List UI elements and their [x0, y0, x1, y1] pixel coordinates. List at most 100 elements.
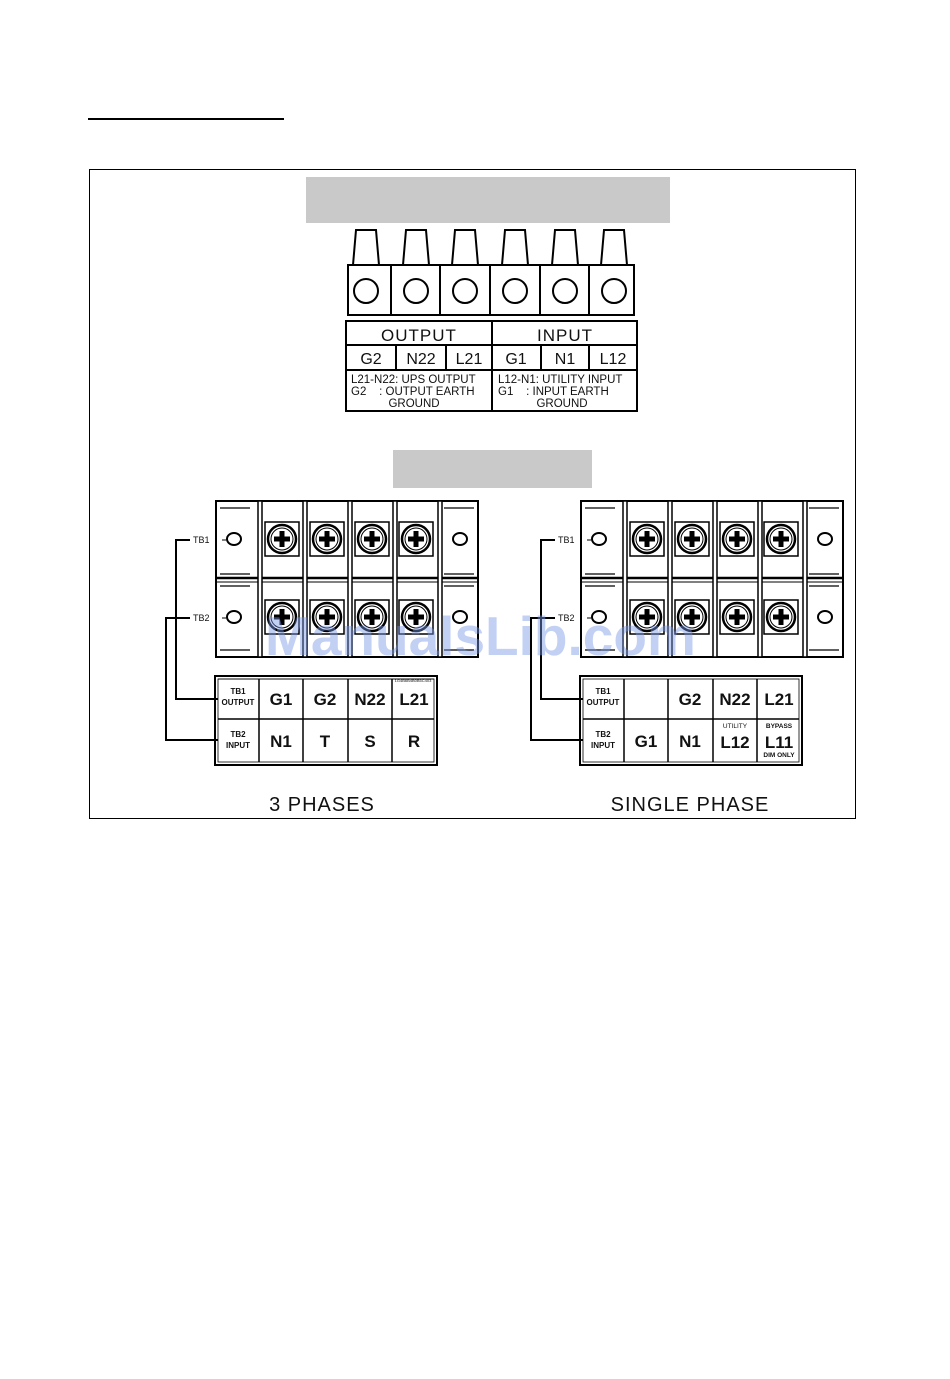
- screw-ring: [635, 605, 659, 629]
- bracket-edge: [444, 507, 474, 575]
- screw-ring: [769, 605, 793, 629]
- heading-underline: [88, 118, 284, 120]
- tb1-wire: [540, 539, 583, 700]
- three-phase-cell-s: S: [364, 732, 375, 751]
- screw-slot: [319, 531, 335, 547]
- bracket-edge: [585, 585, 615, 651]
- screw-slot: [729, 609, 745, 625]
- terminal-post: [257, 500, 263, 658]
- terminal-label-l12: L12: [600, 351, 627, 368]
- terminal-label-l21: L21: [456, 351, 483, 368]
- screw-slot: [773, 531, 789, 547]
- terminal-label-n1: N1: [555, 351, 576, 368]
- terminal-prong: [450, 229, 480, 266]
- screw-slot: [274, 531, 290, 547]
- input-note-1: L12-N1: UTILITY INPUT: [498, 374, 622, 386]
- output-header: OUTPUT: [381, 326, 457, 345]
- screw-ring: [270, 527, 294, 551]
- terminal-hole: [353, 278, 379, 304]
- bracket-edge: [809, 507, 839, 575]
- tb1-tag: TB1: [558, 535, 575, 545]
- mounting-hole: [817, 532, 833, 546]
- screw-slot: [639, 609, 655, 625]
- top-label-table: [345, 320, 638, 412]
- input-header: INPUT: [537, 326, 593, 345]
- three-phase-cell-r: R: [408, 732, 420, 751]
- terminal-post: [712, 500, 718, 658]
- output-note-2: G2 : OUTPUT EARTH: [351, 386, 475, 398]
- screw-ring: [680, 605, 704, 629]
- mounting-hole: [452, 532, 468, 546]
- single-phase-utility-note: UTILITY: [723, 723, 748, 730]
- tb2-wire: [530, 617, 583, 741]
- single-phase-cell-n22: N22: [719, 690, 750, 709]
- terminal-post: [347, 500, 353, 658]
- bracket-edge: [809, 585, 839, 651]
- terminal-hole: [601, 278, 627, 304]
- single-phase-cell-g1: G1: [635, 732, 658, 751]
- screw-ring: [360, 605, 384, 629]
- terminal-hole: [552, 278, 578, 304]
- mounting-hole: [817, 610, 833, 624]
- diagram-frame: [89, 169, 856, 819]
- single-phase-bypass-note: BYPASS: [766, 723, 793, 730]
- three-phase-output-label: OUTPUT: [222, 698, 255, 707]
- mounting-hole: [226, 532, 242, 546]
- tb1-wire: [175, 539, 218, 700]
- screw-ring: [680, 527, 704, 551]
- screw-slot: [364, 531, 380, 547]
- screw-ring: [270, 605, 294, 629]
- screw-ring: [404, 527, 428, 551]
- input-note-3: GROUND: [536, 398, 587, 410]
- bracket-edge: [444, 585, 474, 651]
- screw-slot: [684, 531, 700, 547]
- terminal-label-n22: N22: [406, 351, 435, 368]
- screw-slot: [408, 531, 424, 547]
- input-note-2: G1 : INPUT EARTH: [498, 386, 609, 398]
- terminal-prong: [351, 229, 381, 266]
- three-phase-tiny-code: 1G4B6B4B0B5C403: [395, 678, 432, 683]
- mounting-hole: [591, 532, 607, 546]
- terminal-prong: [500, 229, 530, 266]
- terminal-post: [802, 500, 808, 658]
- screw-ring: [404, 605, 428, 629]
- single-phase-cell-l21: L21: [764, 690, 793, 709]
- screw-ring: [315, 527, 339, 551]
- terminal-post: [622, 500, 628, 658]
- terminal-prong: [599, 229, 629, 266]
- single-phase-input-label: INPUT: [591, 741, 615, 750]
- terminal-hole: [452, 278, 478, 304]
- screw-slot: [274, 609, 290, 625]
- terminal-hole: [502, 278, 528, 304]
- tb2-tag: TB2: [193, 613, 210, 623]
- terminal-label-g1: G1: [505, 351, 526, 368]
- output-note-3: GROUND: [388, 398, 439, 410]
- mounting-hole: [226, 610, 242, 624]
- bracket-edge: [585, 507, 615, 575]
- single-phase-tb1-label: TB1: [595, 687, 611, 696]
- three-phase-tb2-label: TB2: [230, 730, 246, 739]
- terminal-post: [667, 500, 673, 658]
- screw-ring: [360, 527, 384, 551]
- single-phase-label-table: [579, 675, 803, 766]
- screw-slot: [684, 609, 700, 625]
- terminal-prong: [550, 229, 580, 266]
- terminal-post: [302, 500, 308, 658]
- three-phase-caption: 3 PHASES: [269, 794, 375, 816]
- tb1-tag: TB1: [193, 535, 210, 545]
- screw-ring: [315, 605, 339, 629]
- tb2-wire: [165, 617, 218, 741]
- terminal-label-g2: G2: [360, 351, 381, 368]
- screw-slot: [729, 531, 745, 547]
- single-phase-caption: SINGLE PHASE: [611, 794, 770, 816]
- screw-ring: [725, 605, 749, 629]
- tb2-tag: TB2: [558, 613, 575, 623]
- three-phase-cell-n22: N22: [354, 690, 385, 709]
- bracket-edge: [220, 507, 250, 575]
- terminal-hole: [403, 278, 429, 304]
- watermark: ManualsLib.com: [265, 605, 696, 667]
- three-phase-cell-l21: L21: [399, 690, 428, 709]
- terminal-post: [437, 500, 443, 658]
